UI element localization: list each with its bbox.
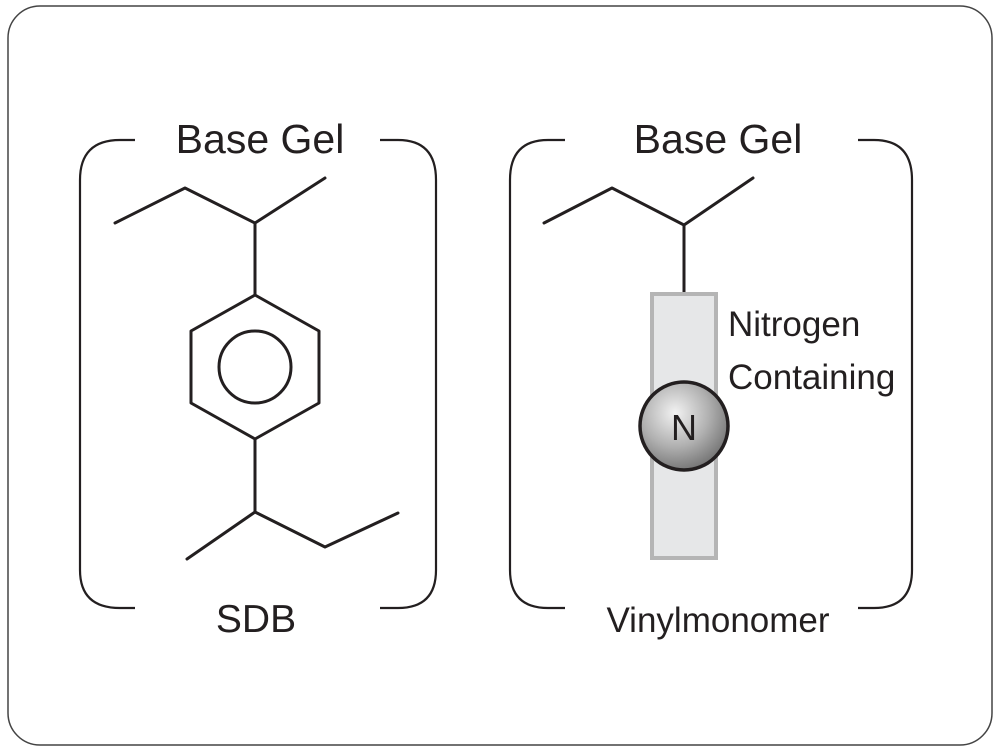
nitrogen-atom-symbol: N [671,407,697,448]
left-panel-bracket [78,138,438,610]
benzene-aromatic-circle [217,329,293,405]
right-panel: Base Gel Vinylmonomer N Nitrogen Contain… [508,116,914,640]
nitrogen-atom [638,380,730,472]
right-panel-bracket [508,138,914,610]
left-panel: Base Gel SDB [78,116,438,641]
nitrogen-label-line2: Containing [728,358,895,397]
left-backbone-bottom [185,510,400,561]
left-backbone-top [113,176,327,225]
right-bottom-label: Vinylmonomer [606,601,829,640]
left-top-label: Base Gel [176,116,345,162]
nitrogen-label-line1: Nitrogen [728,305,860,344]
right-backbone [542,176,755,227]
right-top-label: Base Gel [634,116,803,162]
outer-frame [7,5,993,746]
left-bottom-label: SDB [216,598,296,641]
